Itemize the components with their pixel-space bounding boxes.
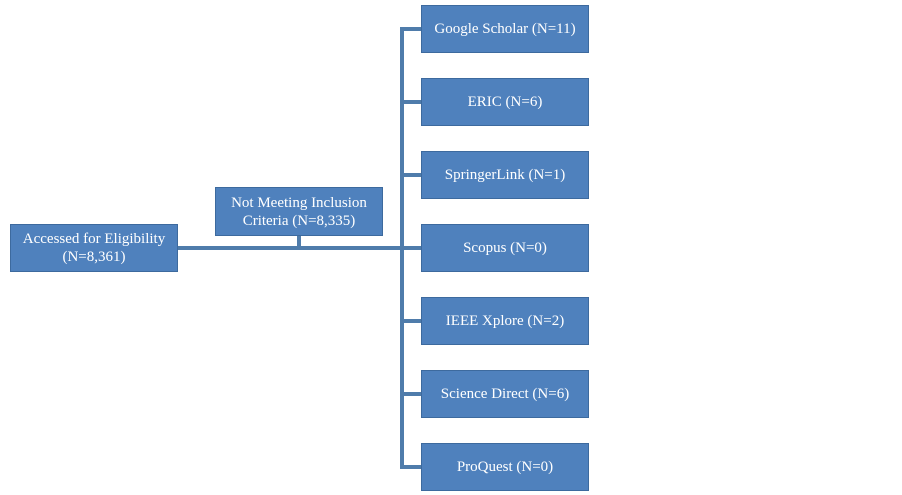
- excluded-count: Criteria (N=8,335): [242, 212, 356, 229]
- source-label: ProQuest (N=0): [456, 459, 554, 475]
- eligibility-count: (N=8,361): [62, 249, 126, 265]
- source-label: Science Direct (N=6): [440, 386, 570, 402]
- source-box-eric: ERIC (N=6): [421, 78, 589, 126]
- source-label: ERIC (N=6): [467, 94, 543, 110]
- source-box-science-direct: Science Direct (N=6): [421, 370, 589, 418]
- source-box-ieee-xplore: IEEE Xplore (N=2): [421, 297, 589, 345]
- source-label: IEEE Xplore (N=2): [445, 313, 565, 329]
- eligibility-label: Accessed for Eligibility: [22, 231, 166, 247]
- eligibility-box: Accessed for Eligibility (N=8,361): [10, 224, 178, 272]
- source-box-proquest: ProQuest (N=0): [421, 443, 589, 491]
- excluded-box: Not Meeting Inclusion Criteria (N=8,335): [215, 187, 383, 236]
- source-box-springerlink: SpringerLink (N=1): [421, 151, 589, 199]
- source-box-google-scholar: Google Scholar (N=11): [421, 5, 589, 53]
- excluded-label: Not Meeting Inclusion: [231, 194, 367, 211]
- source-label: Google Scholar (N=11): [434, 21, 576, 37]
- source-label: Scopus (N=0): [463, 240, 547, 256]
- source-label: SpringerLink (N=1): [444, 167, 566, 183]
- source-box-scopus: Scopus (N=0): [421, 224, 589, 272]
